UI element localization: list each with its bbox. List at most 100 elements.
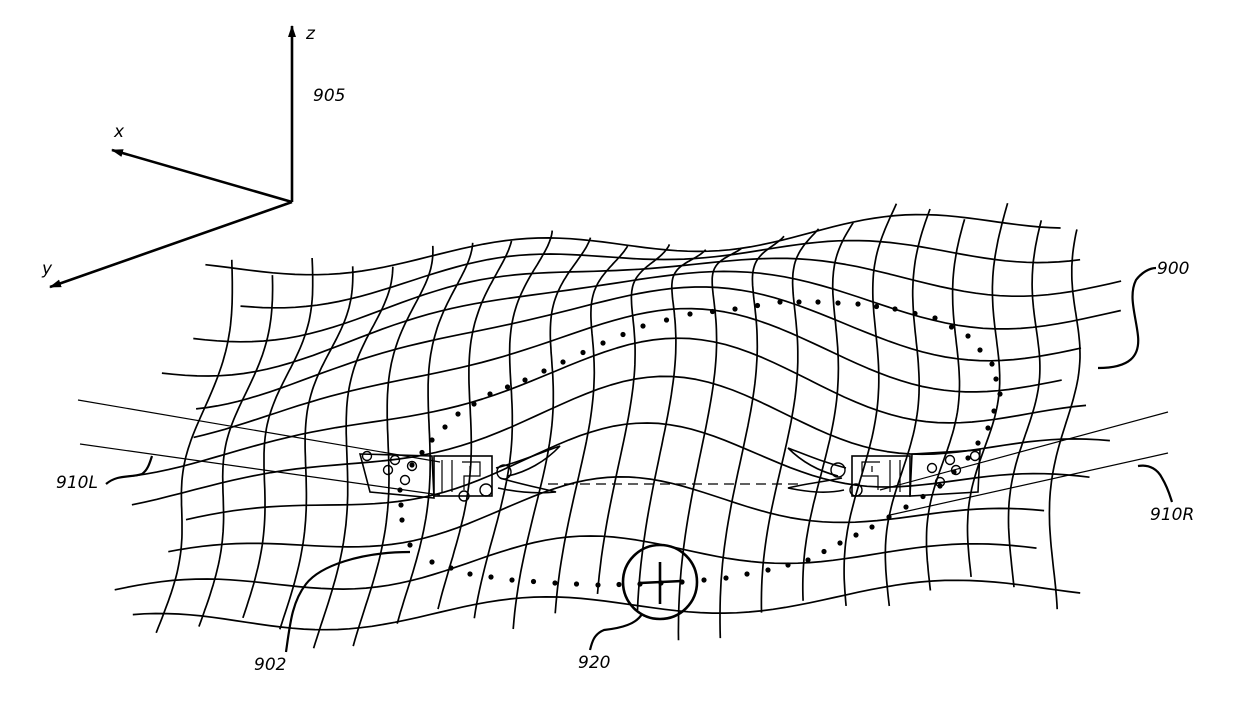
path-dot (640, 323, 645, 328)
path-dot (701, 577, 706, 582)
mesh-line (205, 215, 1060, 275)
path-dot (744, 571, 749, 576)
path-dot (977, 347, 982, 352)
y-axis (50, 202, 292, 287)
mesh-line (314, 267, 393, 649)
path-dot (805, 557, 810, 562)
dotted-path-ref: 902 (254, 655, 286, 675)
mesh-line (678, 249, 741, 641)
surface-callout: 900 (1098, 259, 1189, 368)
mesh-line (720, 236, 784, 638)
path-dot (471, 401, 476, 406)
path-dot (874, 304, 879, 309)
right-instrument-jaw-lower (788, 478, 844, 492)
path-dot (965, 333, 970, 338)
path-dot (409, 462, 414, 467)
path-dot (755, 303, 760, 308)
path-dot (796, 299, 801, 304)
coordinate-frame: z x y 905 (41, 24, 345, 287)
target-crosshair-horizontal (640, 581, 682, 583)
path-dot (531, 579, 536, 584)
mesh-line (1049, 229, 1080, 609)
path-dot (580, 350, 585, 355)
path-dot (664, 317, 669, 322)
mesh-line (438, 241, 512, 609)
mesh-line (598, 244, 670, 594)
x-axis-label: x (113, 122, 125, 142)
right-port-marker (946, 456, 955, 465)
path-dot (429, 437, 434, 442)
path-dot (595, 582, 600, 587)
path-dot (912, 311, 917, 316)
mesh-line (844, 204, 896, 606)
mesh-line (133, 338, 1086, 476)
target-leader (590, 614, 642, 650)
mesh-line (474, 231, 552, 619)
path-dot (710, 309, 715, 314)
path-dot (467, 571, 472, 576)
right-port-marker (971, 452, 980, 461)
left-instrument-axis-upper (78, 400, 440, 462)
path-dot (522, 377, 527, 382)
path-dot (399, 517, 404, 522)
path-dot (455, 411, 460, 416)
path-dot (509, 577, 514, 582)
right-instrument-axis-upper (880, 412, 1168, 490)
left-instrument-leader (106, 456, 152, 484)
path-dot (886, 514, 891, 519)
mesh-line (1009, 220, 1042, 587)
path-dot (777, 299, 782, 304)
left-instrument: 910L (56, 446, 560, 501)
right-instrument-ref: 910R (1150, 505, 1194, 525)
right-instrument-jaw-upper (788, 448, 846, 476)
path-dot (903, 504, 908, 509)
path-dot (837, 540, 842, 545)
path-dot (419, 450, 424, 455)
path-dot (785, 562, 790, 567)
path-dot (398, 502, 403, 507)
right-port-marker (928, 464, 937, 473)
path-dot (723, 575, 728, 580)
mesh-line (156, 260, 232, 633)
left-instrument-pivot-2 (480, 484, 492, 496)
path-dot (997, 391, 1002, 396)
path-dot (541, 368, 546, 373)
left-instrument-ref: 910L (56, 473, 98, 493)
path-dot (991, 408, 996, 413)
path-dot (448, 565, 453, 570)
mesh-line (555, 246, 627, 613)
path-dot (620, 332, 625, 337)
path-dot (732, 306, 737, 311)
path-dot (855, 301, 860, 306)
dotted-path (397, 299, 1002, 587)
path-dot (815, 299, 820, 304)
path-dot (552, 580, 557, 585)
path-dot (505, 384, 510, 389)
path-dot (574, 581, 579, 586)
mesh-line (193, 258, 1121, 342)
left-port-marker (363, 452, 372, 461)
path-dot (429, 559, 434, 564)
path-dot (560, 359, 565, 364)
coordinate-frame-ref: 905 (313, 86, 345, 106)
left-port-marker (401, 476, 410, 485)
path-dot (853, 532, 858, 537)
left-instrument-jaw-upper (496, 446, 560, 476)
left-instrument-jaw-lower (498, 478, 556, 493)
path-dot (616, 582, 621, 587)
path-dot (488, 574, 493, 579)
dotted-path-leader (286, 552, 410, 652)
path-dot (407, 542, 412, 547)
left-instrument-axis-lower (80, 444, 440, 495)
path-dot (765, 567, 770, 572)
path-dot (985, 425, 990, 430)
path-dot (949, 324, 954, 329)
mesh-line (927, 219, 965, 590)
path-dot (989, 361, 994, 366)
path-dot (835, 300, 840, 305)
mesh-line (761, 229, 818, 613)
path-dot (892, 306, 897, 311)
path-dot (975, 440, 980, 445)
path-dot (821, 549, 826, 554)
